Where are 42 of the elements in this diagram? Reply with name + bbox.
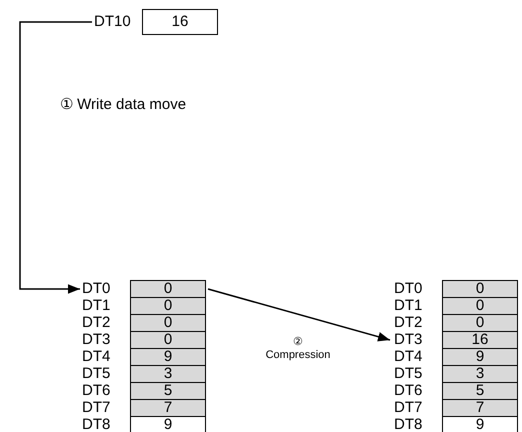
register-value-cell: 9: [130, 348, 206, 366]
register-value-cell: 7: [442, 399, 518, 417]
register-value-cell: 7: [130, 399, 206, 417]
register-name: DT3: [393, 331, 424, 349]
register-name: DT4: [393, 348, 424, 366]
register-value-cell: 0: [130, 280, 206, 298]
register-value-cell: 0: [130, 297, 206, 315]
register-value-cell: 3: [130, 365, 206, 383]
register-value-cell: 9: [130, 416, 206, 432]
register-value-cell: 9: [442, 348, 518, 366]
register-value-cell: 16: [142, 9, 218, 35]
register-name: DT3: [81, 331, 112, 349]
note-text: ① Write data move: [60, 95, 186, 113]
register-name: DT2: [393, 314, 424, 332]
register-value-cell: 0: [442, 297, 518, 315]
register-value-cell: 0: [130, 331, 206, 349]
register-name: DT8: [81, 416, 112, 432]
register-name: DT5: [81, 365, 112, 383]
register-value-cell: 0: [130, 314, 206, 332]
register-name: DT0: [393, 280, 424, 298]
register-value-cell: 16: [442, 331, 518, 349]
register-name: DT5: [393, 365, 424, 383]
register-name: DT0: [81, 280, 112, 298]
edge-label: ② Compression: [264, 336, 332, 362]
register-name: DT6: [393, 382, 424, 400]
register-value-cell: 0: [442, 280, 518, 298]
arrow: [19, 21, 92, 294]
register-value-cell: 3: [442, 365, 518, 383]
register-name: DT6: [81, 382, 112, 400]
register-name: DT2: [81, 314, 112, 332]
register-name: DT1: [81, 297, 112, 315]
register-name: DT7: [81, 399, 112, 417]
register-name: DT10: [93, 12, 132, 32]
register-name: DT1: [393, 297, 424, 315]
register-value-cell: 0: [442, 314, 518, 332]
register-name: DT4: [81, 348, 112, 366]
register-value-cell: 5: [442, 382, 518, 400]
register-value-cell: 9: [442, 416, 518, 432]
arrow: [208, 288, 390, 342]
register-name: DT8: [393, 416, 424, 432]
register-value-cell: 5: [130, 382, 206, 400]
register-name: DT7: [393, 399, 424, 417]
